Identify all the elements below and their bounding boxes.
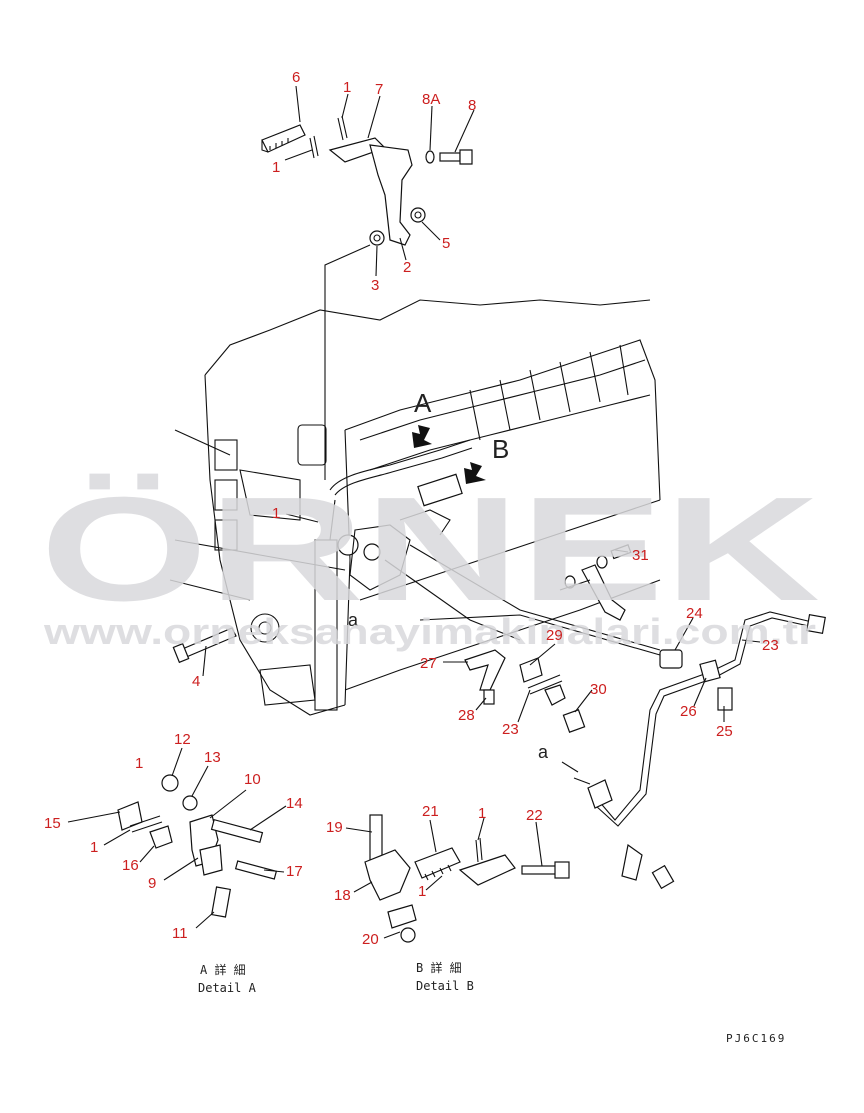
callout-7: 7: [375, 81, 383, 98]
detail-a-title-en: Detail A: [198, 981, 257, 995]
callout-8: 8: [468, 97, 476, 114]
watermark: ÖRNEK www.orneksanayimakinalari.com.tr: [40, 467, 820, 652]
callout-31: 31: [632, 547, 649, 564]
callout-24: 24: [686, 605, 703, 622]
callout-29: 29: [546, 627, 563, 644]
callout-25: 25: [716, 723, 733, 740]
engine-block: [169, 299, 661, 716]
callout-11: 11: [172, 925, 188, 942]
callout-12: 12: [174, 731, 191, 748]
callout-1: 1: [418, 883, 426, 900]
view-marker-a: A: [414, 388, 432, 418]
callout-22: 22: [526, 807, 543, 824]
callout-16: 16: [122, 857, 139, 874]
callout-4: 4: [192, 673, 200, 690]
callout-18: 18: [334, 887, 351, 904]
callout-21: 21: [422, 803, 439, 820]
callout-1: 1: [90, 839, 98, 856]
callout-15: 15: [44, 815, 61, 832]
view-arrows: A B: [412, 388, 509, 484]
callout-6: 6: [292, 69, 300, 86]
callout-1: 1: [272, 505, 280, 522]
callout-1: 1: [343, 79, 351, 96]
callout-9: 9: [148, 875, 156, 892]
watermark-url: www.orneksanayimakinalari.com.tr: [43, 611, 816, 652]
callout-1: 1: [478, 805, 486, 822]
callout-19: 19: [326, 819, 343, 836]
callout-20: 20: [362, 931, 379, 948]
detail-captions: A 詳 細 Detail A B 詳 細 Detail B: [198, 960, 474, 995]
callout-3: 3: [371, 277, 379, 294]
callout-27: 27: [420, 655, 437, 672]
callout-5: 5: [442, 235, 450, 252]
leader-lines: [67, 85, 761, 939]
view-marker-a-pipe: a: [538, 742, 549, 762]
view-marker-b: B: [492, 434, 509, 464]
callout-8a: 8A: [422, 91, 440, 108]
callout-14: 14: [286, 795, 303, 812]
watermark-brand: ÖRNEK: [40, 467, 820, 632]
top-bracket-assembly: [261, 115, 473, 480]
callout-13: 13: [204, 749, 221, 766]
detail-a-title-jp: A 詳 細: [200, 962, 246, 977]
drawing-code: PJ6C169: [726, 1032, 786, 1045]
callout-1: 1: [272, 159, 280, 176]
callout-1: 1: [135, 755, 143, 772]
callout-26: 26: [680, 703, 697, 720]
callout-23: 23: [502, 721, 519, 738]
pipe-assembly: [172, 544, 826, 890]
view-marker-a-engine: a: [348, 610, 359, 630]
callout-30: 30: [590, 681, 607, 698]
detail-b-parts: [364, 814, 570, 943]
callout-23: 23: [762, 637, 779, 654]
callout-2: 2: [403, 259, 411, 276]
callout-10: 10: [244, 771, 261, 788]
fuel-pump-assembly: [329, 439, 661, 651]
marker-a-arrow: [561, 761, 579, 773]
callout-28: 28: [458, 707, 475, 724]
detail-b-title-jp: B 詳 細: [416, 960, 462, 975]
callout-17: 17: [286, 863, 303, 880]
detail-a-parts: [117, 774, 278, 918]
detail-b-title-en: Detail B: [416, 979, 474, 993]
callout-numbers: 6 1 7 8A 8 1 5 3 2 1 31 24 23 29 27 4 30…: [44, 69, 779, 948]
